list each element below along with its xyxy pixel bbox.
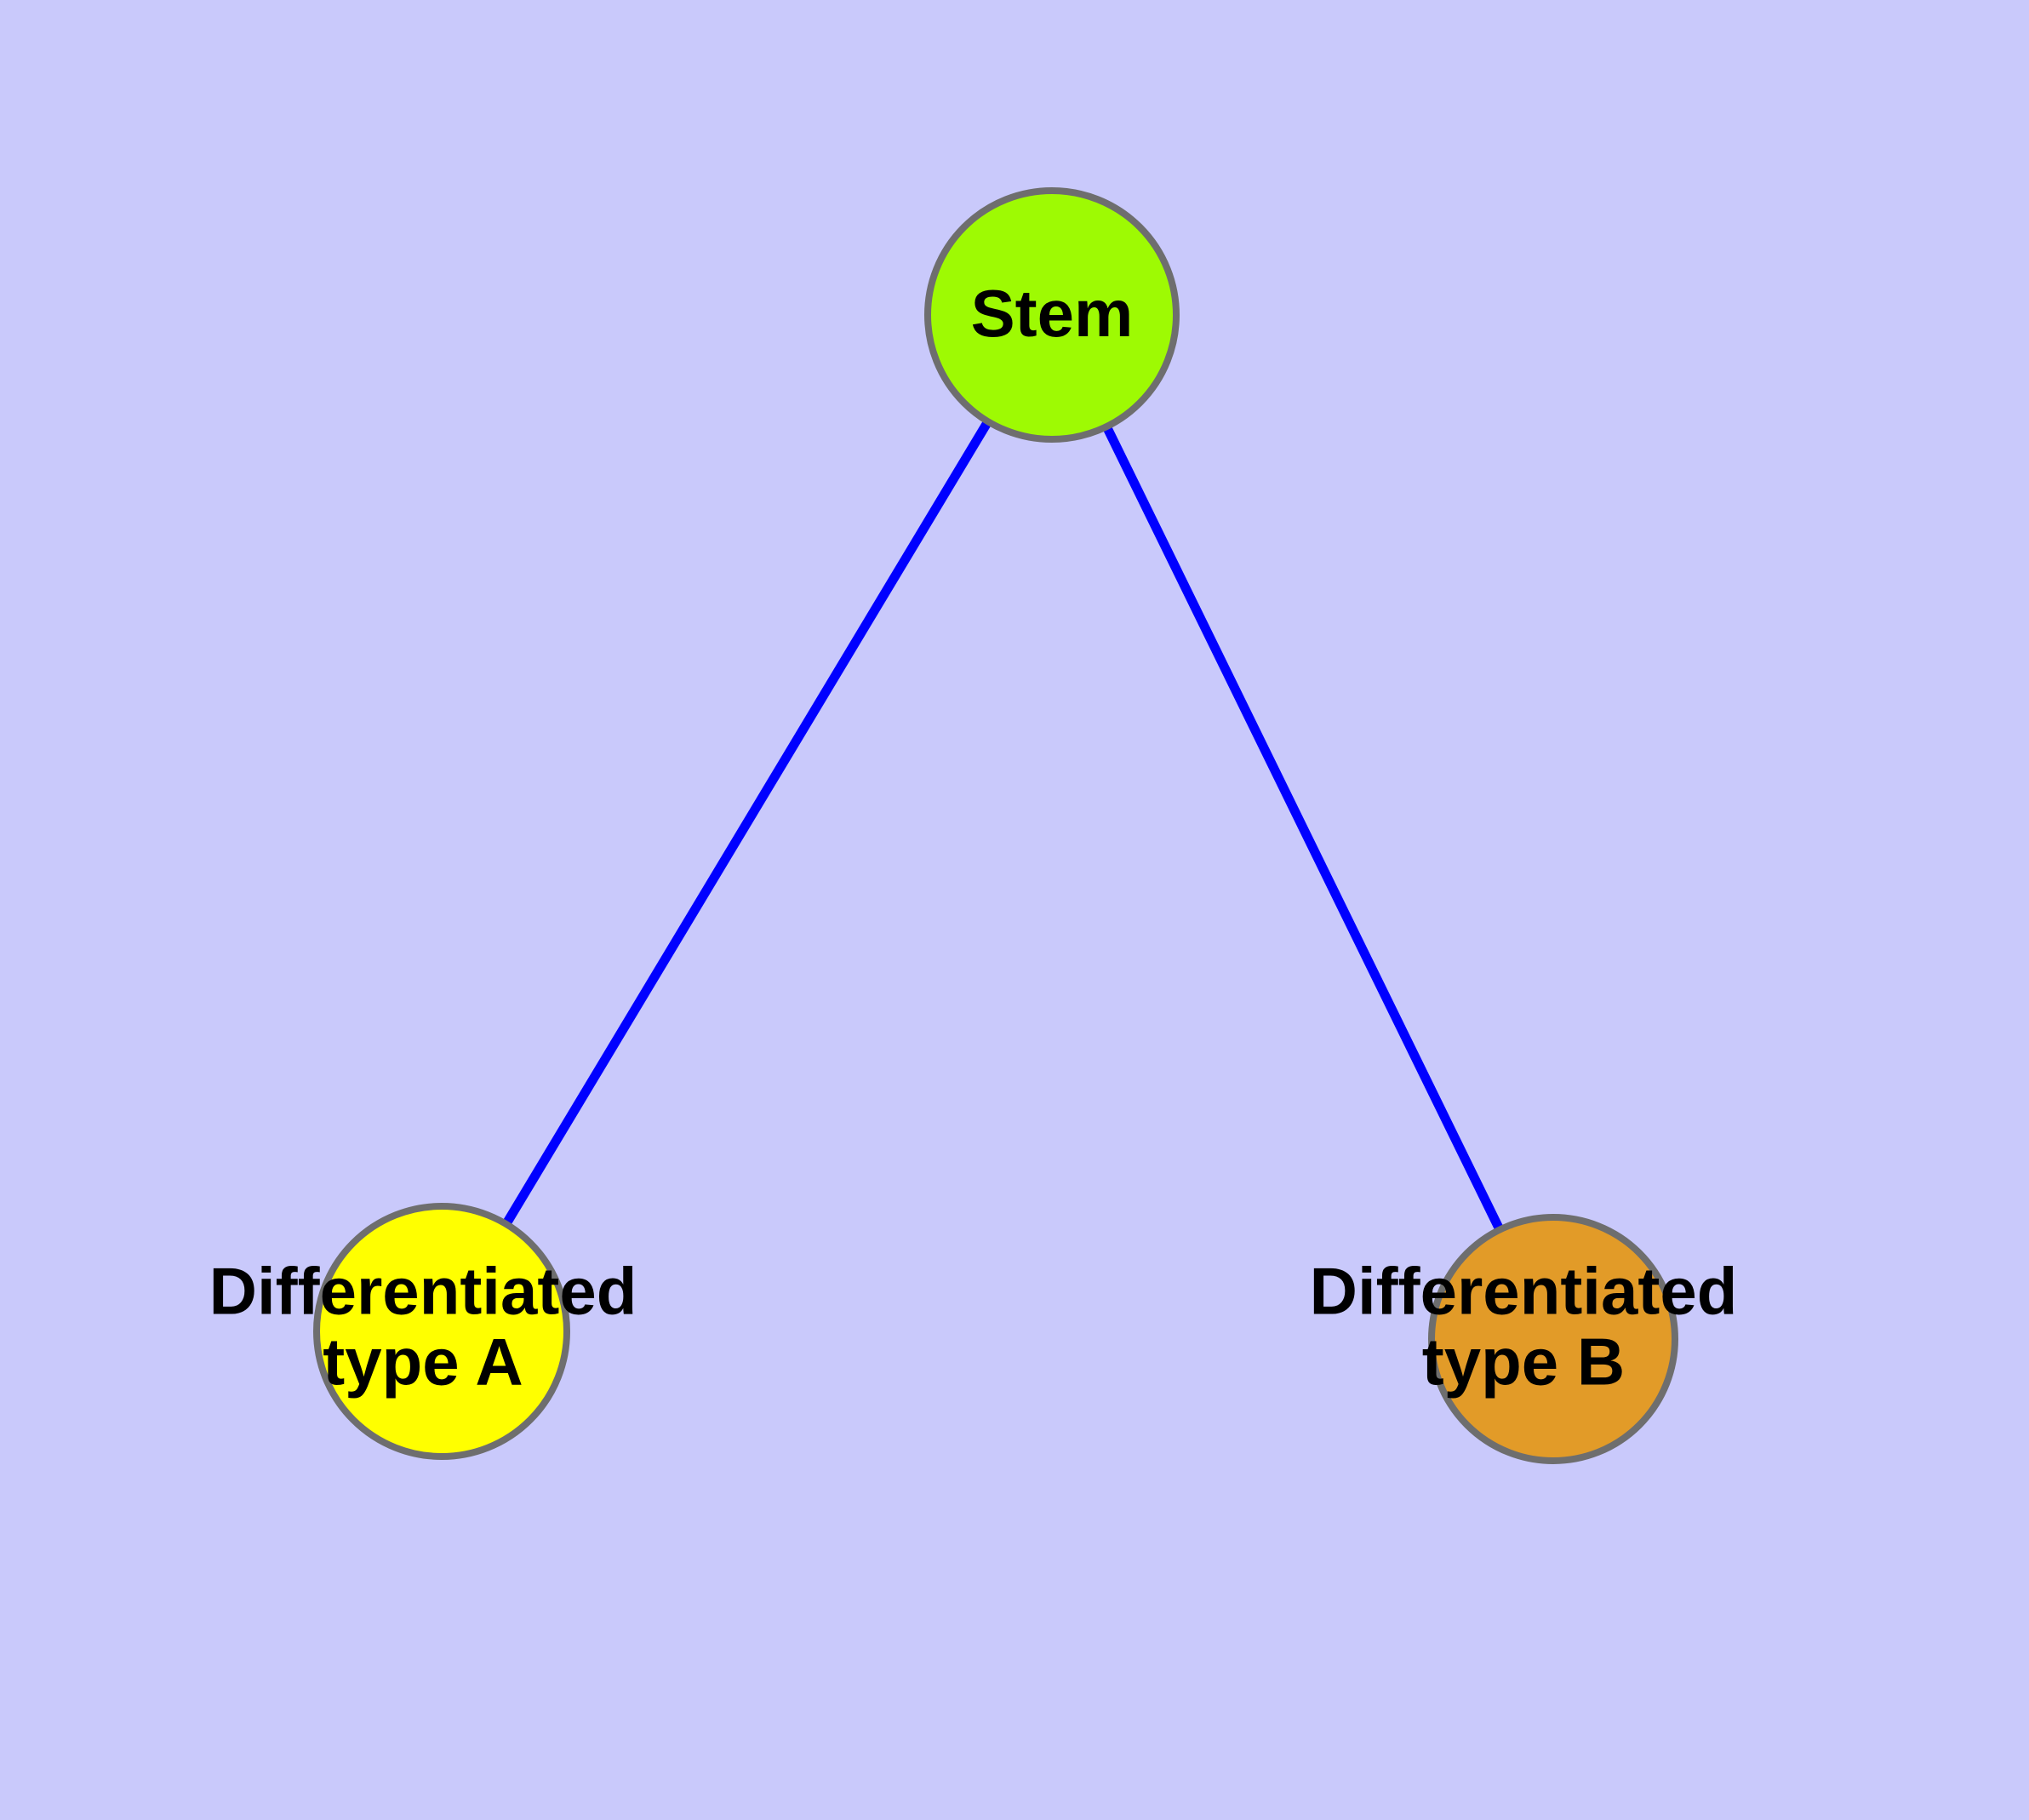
edge-stem-to-diff-b (1098, 416, 1508, 1239)
edges-layer (497, 411, 1508, 1239)
edge-stem-to-diff-a (497, 411, 997, 1234)
nodes-layer (313, 187, 1678, 1464)
node-label-line1-stem: Stem (971, 276, 1134, 351)
node-label-line2-diff-a: type A (323, 1324, 523, 1399)
node-label-line1-diff-b: Differentiated (1310, 1253, 1738, 1328)
node-label-line1-diff-a: Differentiated (209, 1253, 637, 1328)
node-label-stem: Stem (971, 276, 1134, 351)
node-circle-stem[interactable] (924, 187, 1180, 443)
node-circle-diff-a[interactable] (313, 1203, 570, 1460)
node-circle-diff-b[interactable] (1428, 1214, 1678, 1464)
node-label-line2-diff-b: type B (1422, 1324, 1625, 1399)
